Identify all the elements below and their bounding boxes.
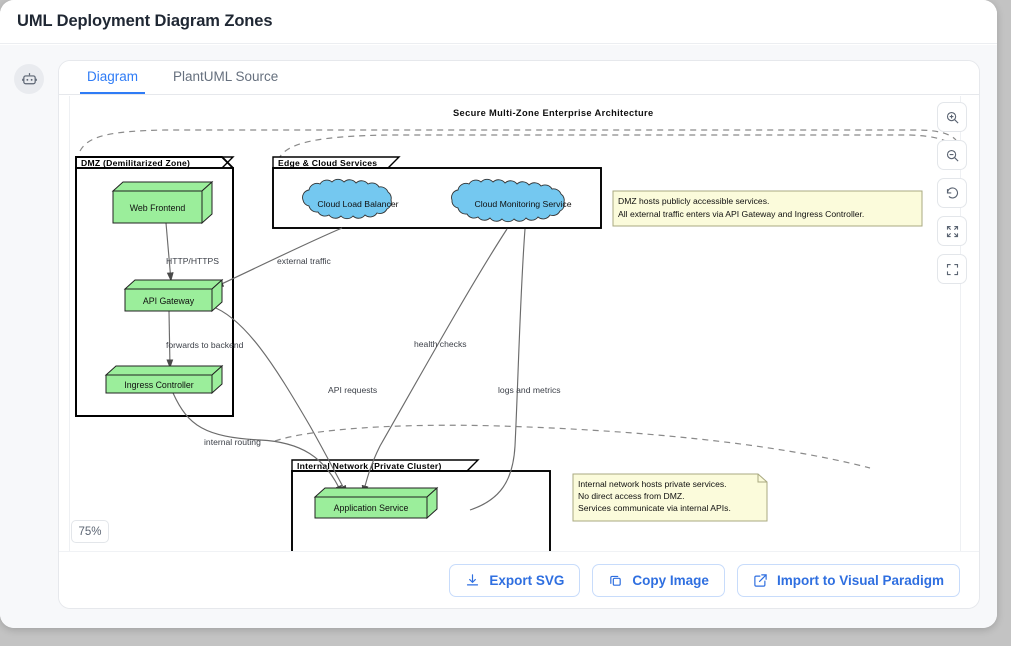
- edge-label-health-checks: health checks: [414, 339, 467, 349]
- copy-image-button[interactable]: Copy Image: [592, 563, 725, 597]
- external-link-icon: [754, 573, 767, 587]
- node-cloud-load-balancer-label: Cloud Load Balancer: [317, 199, 398, 209]
- note-internal-line-3: Services communicate via internal APIs.: [578, 503, 731, 513]
- edge-health-checks: [361, 228, 508, 495]
- node-cloud-load-balancer[interactable]: Cloud Load Balancer: [302, 178, 399, 220]
- diagram-canvas[interactable]: 75% Secure Multi-Zone Enterprise Archite…: [59, 96, 979, 551]
- zoom-in-icon: [946, 111, 959, 124]
- edge-label-internal-routing: internal routing: [204, 437, 261, 447]
- edge-label-external-traffic: external traffic: [277, 256, 332, 266]
- edge-forwards-to-backend: [166, 310, 174, 369]
- tab-diagram[interactable]: Diagram: [80, 69, 146, 94]
- zoom-level-indicator: 75%: [71, 520, 109, 543]
- edge-label-api-requests: API requests: [328, 385, 377, 395]
- zone-boundary-outer: [79, 129, 957, 152]
- node-application-service-label: Application Service: [334, 503, 409, 513]
- node-cloud-monitoring-service[interactable]: Cloud Monitoring Service: [451, 178, 572, 223]
- tab-plantuml-source[interactable]: PlantUML Source: [173, 69, 279, 84]
- zone-dmz: DMZ (Demilitarized Zone): [75, 156, 235, 417]
- fullscreen-button[interactable]: [937, 254, 967, 284]
- connector-labels: HTTP/HTTPS forwards to backend external …: [166, 256, 561, 447]
- note-internal-line-1: Internal network hosts private services.: [578, 479, 727, 489]
- zoom-out-button[interactable]: [937, 140, 967, 170]
- app-body: Diagram PlantUML Source: [0, 45, 997, 628]
- fit-to-screen-button[interactable]: [937, 216, 967, 246]
- diagram-title-text: Secure Multi-Zone Enterprise Architectur…: [453, 108, 654, 118]
- edge-external-traffic: [214, 227, 343, 288]
- diagram-connectors: [165, 222, 526, 511]
- app-window: UML Deployment Diagram Zones Diagram Pla…: [0, 0, 997, 628]
- node-api-gateway-label: API Gateway: [143, 296, 195, 306]
- zone-dmz-label: DMZ (Demilitarized Zone): [81, 158, 190, 168]
- import-visual-paradigm-button[interactable]: Import to Visual Paradigm: [736, 563, 960, 597]
- tab-bar: Diagram PlantUML Source: [59, 61, 979, 95]
- edge-logs-and-metrics: [469, 228, 526, 511]
- node-web-frontend-label: Web Frontend: [130, 203, 186, 213]
- export-svg-label: Export SVG: [489, 572, 565, 588]
- fullscreen-icon: [946, 263, 958, 275]
- zone-boundary-edge: [277, 134, 957, 161]
- app-header: UML Deployment Diagram Zones: [0, 0, 997, 44]
- fit-to-screen-icon: [946, 225, 958, 237]
- zone-edge: Edge & Cloud Services: [272, 156, 602, 229]
- copy-icon: [610, 575, 622, 586]
- page-title: UML Deployment Diagram Zones: [17, 12, 273, 30]
- import-visual-paradigm-label: Import to Visual Paradigm: [776, 572, 944, 588]
- node-web-frontend[interactable]: Web Frontend: [111, 180, 214, 225]
- edge-http-https: [165, 222, 174, 282]
- edge-internal-routing: [172, 392, 343, 495]
- zone-boundary-internal: [274, 424, 871, 469]
- diagram-card: Diagram PlantUML Source: [58, 60, 980, 609]
- reset-zoom-button[interactable]: [937, 178, 967, 208]
- zoom-out-icon: [946, 149, 959, 162]
- edge-label-http-https: HTTP/HTTPS: [166, 256, 219, 266]
- note-dmz-line-1: DMZ hosts publicly accessible services.: [618, 196, 769, 206]
- zoom-controls: [937, 102, 967, 284]
- zone-internal-label: Internal Network (Private Cluster): [297, 461, 442, 471]
- robot-icon: [21, 72, 37, 84]
- edge-api-requests: [210, 305, 348, 495]
- node-ingress-controller[interactable]: Ingress Controller: [104, 364, 224, 395]
- robot-assistant-button[interactable]: [14, 64, 44, 94]
- action-bar: Export SVG Copy Image Import to Visual P…: [59, 551, 979, 608]
- copy-image-label: Copy Image: [632, 572, 709, 588]
- zoom-in-button[interactable]: [937, 102, 967, 132]
- uml-deployment-diagram: Secure Multi-Zone Enterprise Architectur…: [75, 108, 957, 551]
- node-application-service[interactable]: Application Service: [313, 486, 439, 520]
- zone-internal: Internal Network (Private Cluster): [291, 459, 551, 551]
- diagram-viewport: Secure Multi-Zone Enterprise Architectur…: [69, 96, 961, 551]
- note-internal-line-2: No direct access from DMZ.: [578, 491, 685, 501]
- download-icon: [467, 573, 479, 585]
- node-cloud-monitoring-service-label: Cloud Monitoring Service: [474, 199, 571, 209]
- edge-label-forwards-to-backend: forwards to backend: [166, 340, 244, 350]
- edge-label-logs-and-metrics: logs and metrics: [498, 385, 561, 395]
- zone-edge-label: Edge & Cloud Services: [278, 158, 377, 168]
- node-api-gateway[interactable]: API Gateway: [123, 278, 224, 313]
- note-dmz-line-2: All external traffic enters via API Gate…: [618, 209, 864, 219]
- note-dmz: DMZ hosts publicly accessible services. …: [612, 190, 923, 227]
- reset-zoom-icon: [946, 186, 958, 198]
- note-internal: Internal network hosts private services.…: [572, 473, 768, 522]
- export-svg-button[interactable]: Export SVG: [449, 563, 581, 597]
- node-ingress-controller-label: Ingress Controller: [124, 380, 193, 390]
